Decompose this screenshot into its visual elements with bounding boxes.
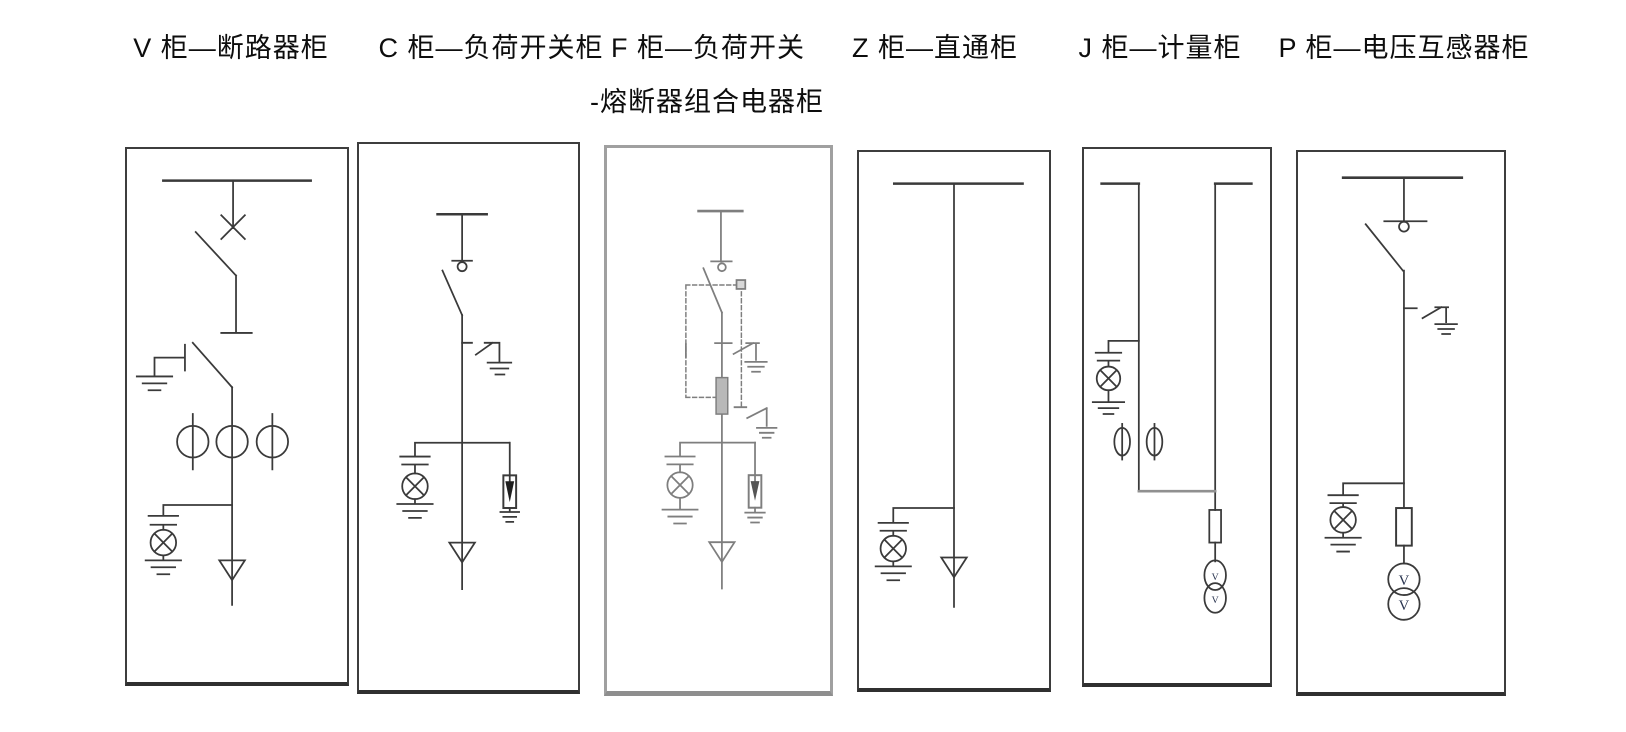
panel-z-straight-through-cabinet	[857, 150, 1051, 692]
cable-feeder-arrow	[217, 559, 247, 582]
earthing-switch	[1403, 306, 1458, 335]
pt-winding-letter: V	[1399, 598, 1410, 614]
panel-c-load-switch-cabinet	[357, 142, 580, 694]
cable-feeder-arrow	[939, 556, 969, 579]
live-display-device	[874, 507, 955, 582]
busbar-right	[1213, 182, 1253, 511]
label-v-cabinet: V 柜—断路器柜	[133, 33, 329, 63]
label-f-cabinet-line2: -熔断器组合电器柜	[590, 87, 824, 117]
label-f-cabinet-line1: F 柜—负荷开关	[611, 33, 805, 63]
disconnector-blade	[191, 341, 234, 389]
pt-winding-letter: V	[1399, 573, 1410, 589]
panel-v-circuit-breaker-cabinet	[125, 147, 349, 686]
earthing-switch-upper	[714, 341, 768, 373]
fuse	[715, 376, 729, 415]
earthing-switch	[461, 341, 513, 376]
load-switch	[702, 260, 733, 314]
label-p-cabinet: P 柜—电压互感器柜	[1278, 33, 1530, 63]
panel-j-metering-cabinet: V V	[1082, 147, 1272, 687]
fuse	[1208, 509, 1222, 544]
load-switch	[441, 259, 473, 317]
voltage-transformer: V V	[1387, 562, 1421, 621]
cable-feeder-arrow	[447, 541, 477, 565]
label-j-cabinet: J 柜—计量柜	[1078, 33, 1242, 63]
surge-arrester	[499, 441, 520, 523]
current-transformers	[1113, 423, 1164, 461]
label-c-cabinet: C 柜—负荷开关柜	[378, 33, 604, 63]
panel-p-voltage-transformer-cabinet: V V	[1296, 150, 1506, 696]
pt-winding-letter: V	[1212, 572, 1219, 583]
interlock-linkage-dashed	[685, 279, 747, 408]
busbar-left	[1100, 182, 1141, 493]
disconnector	[1364, 220, 1428, 272]
busbar	[162, 179, 312, 229]
earthing-switch	[135, 343, 186, 392]
busbar	[1341, 176, 1464, 223]
live-display-device	[1091, 339, 1140, 415]
live-display-device	[144, 504, 233, 576]
live-display-device	[396, 441, 511, 519]
earthing-switch-lower	[733, 406, 778, 439]
cable-feeder-arrow	[707, 541, 737, 564]
panel-f-switch-fuse-cabinet	[604, 145, 833, 696]
voltage-transformer: V V	[1203, 559, 1227, 614]
label-z-cabinet: Z 柜—直通柜	[852, 33, 1018, 63]
surge-arrester	[744, 441, 766, 524]
circuit-breaker-symbol	[194, 213, 253, 334]
current-transformers	[176, 413, 289, 471]
live-display-device	[661, 441, 756, 525]
pt-winding-letter: V	[1212, 595, 1219, 606]
fuse	[1395, 507, 1413, 547]
busbar	[697, 209, 744, 263]
live-display-device	[1324, 482, 1405, 553]
busbar	[436, 212, 488, 262]
